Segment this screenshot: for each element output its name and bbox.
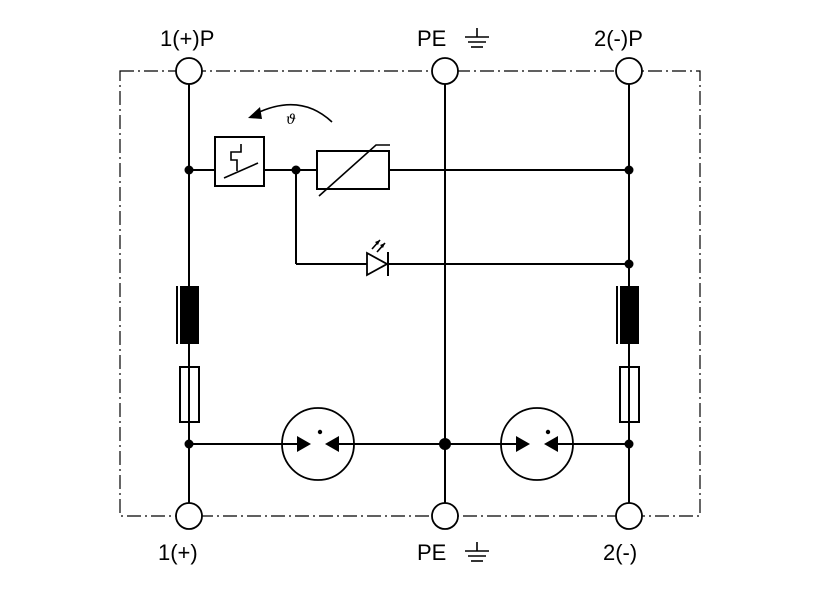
thermal-disconnector-icon	[214, 136, 265, 187]
terminal-label-top-left: 1(+)P	[160, 26, 214, 51]
junction-dot	[624, 439, 634, 449]
varistor-icon	[316, 144, 390, 197]
thermal-symbol: ϑ	[286, 112, 296, 128]
terminal-label-top-right: 2(-)P	[594, 26, 643, 51]
resistor-icon	[179, 366, 200, 423]
junction-dot	[439, 438, 451, 450]
terminal-label-top-mid: PE	[417, 26, 446, 51]
inductor-icon	[180, 286, 199, 344]
terminal-bottom-mid	[431, 502, 459, 530]
arrow-head-icon	[248, 107, 262, 119]
terminal-top-mid	[431, 57, 459, 85]
gas-discharge-tube-icon	[500, 407, 574, 481]
junction-dot	[624, 259, 634, 269]
terminal-bottom-right	[615, 502, 643, 530]
resistor-icon	[619, 366, 640, 423]
thermal-arrow-icon	[254, 103, 333, 123]
inductor-icon	[620, 286, 639, 344]
junction-dot	[184, 439, 194, 449]
terminal-top-right	[615, 57, 643, 85]
housing-frame	[119, 70, 701, 517]
terminal-top-left	[175, 57, 203, 85]
earth-ground-icon	[465, 542, 489, 562]
junction-dot	[184, 165, 194, 175]
terminal-label-bottom-left: 1(+)	[158, 540, 198, 565]
led-icon	[366, 239, 389, 277]
terminal-label-bottom-right: 2(-)	[603, 540, 637, 565]
junction-dot	[291, 165, 301, 175]
earth-ground-icon	[465, 28, 489, 48]
gas-discharge-tube-icon	[281, 407, 355, 481]
terminal-bottom-left	[175, 502, 203, 530]
terminal-label-bottom-mid: PE	[417, 540, 446, 565]
junction-dot	[624, 165, 634, 175]
